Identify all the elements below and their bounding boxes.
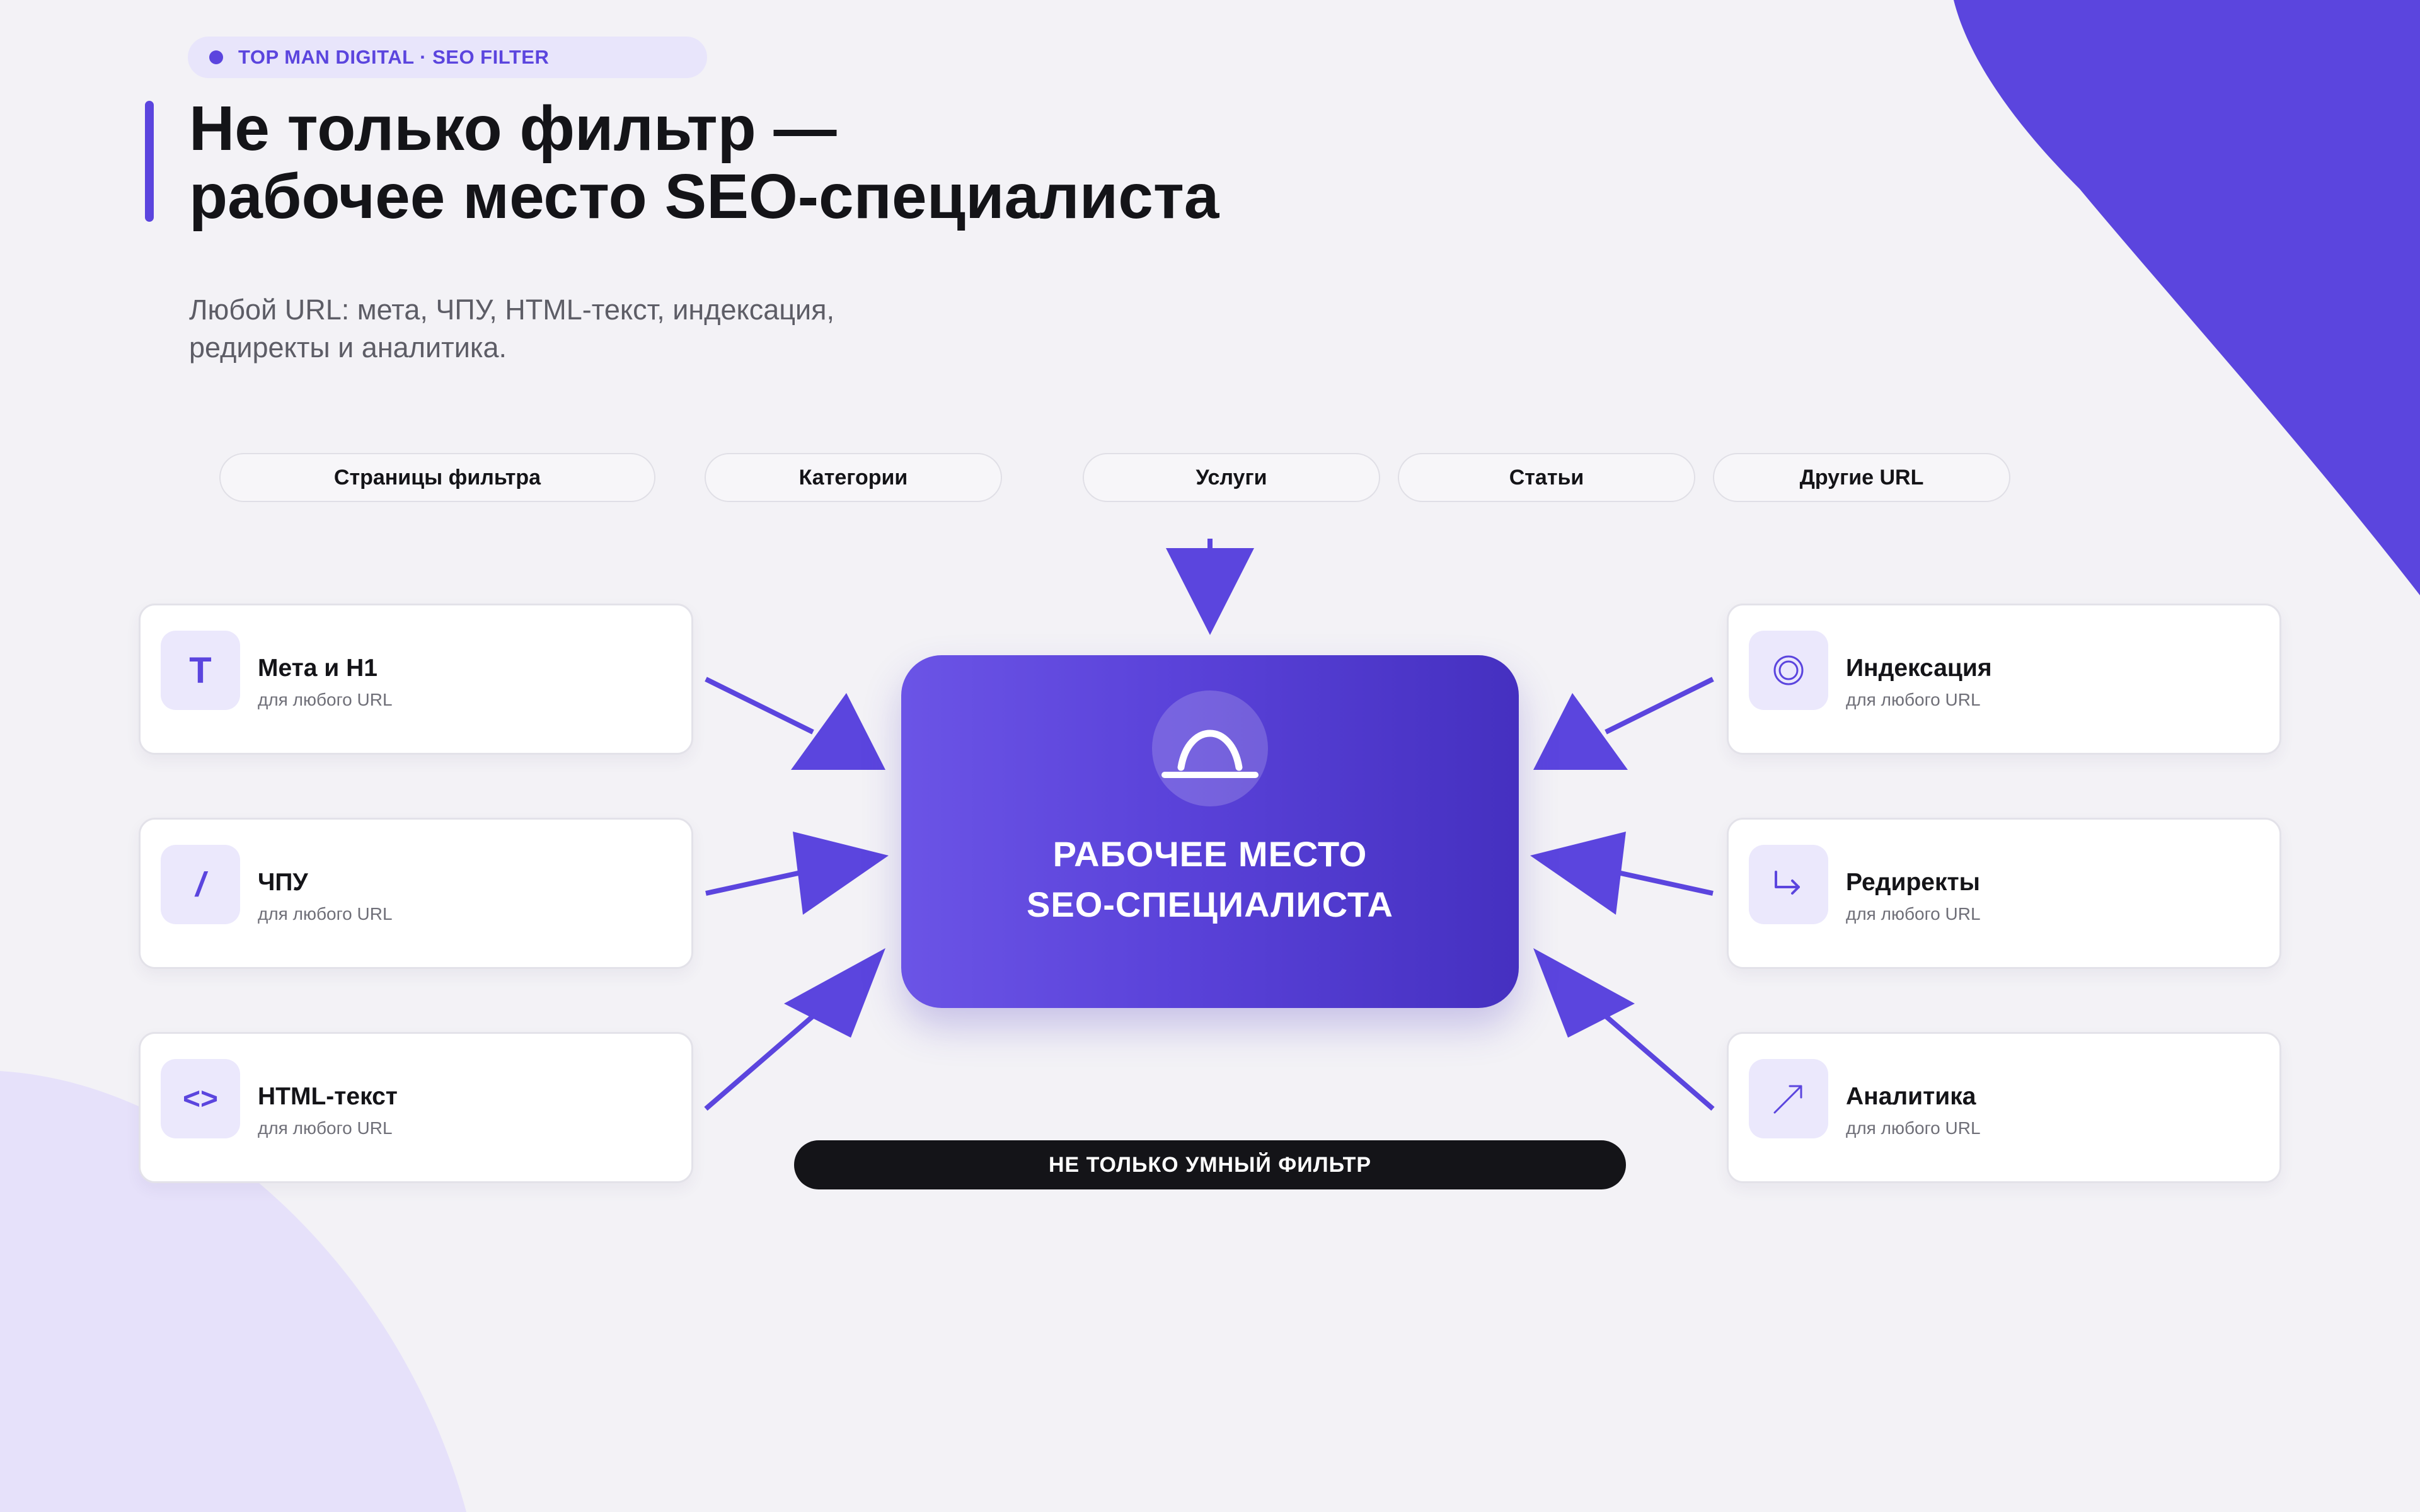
- badge-label: TOP MAN DIGITAL · SEO FILTER: [238, 46, 550, 68]
- feature-subtitle: для любого URL: [258, 690, 393, 709]
- page-subtitle-line-1: Любой URL: мета, ЧПУ, HTML-текст, индекс…: [189, 294, 835, 326]
- page-title: Не только фильтр — рабочее место SEO-спе…: [189, 94, 1219, 231]
- feature-title: ЧПУ: [258, 869, 308, 896]
- feature-title: Аналитика: [1846, 1083, 1976, 1110]
- arrow-html-line: [704, 1005, 824, 1111]
- redirect-arrow-icon: [1749, 845, 1828, 924]
- center-hub: РАБОЧЕЕ МЕСТО SEO-СПЕЦИАЛИСТА: [901, 655, 1519, 1008]
- arrow-redirect-head: [1530, 832, 1626, 915]
- arrow-html-head: [784, 948, 885, 1038]
- brand-badge: TOP MAN DIGITAL · SEO FILTER: [188, 37, 707, 78]
- slash-icon: /: [161, 845, 240, 924]
- arrow-analytics-head: [1533, 948, 1635, 1038]
- arrow-url-line: [705, 869, 807, 896]
- page-subtitle-line-2: редиректы и аналитика.: [189, 331, 507, 364]
- feature-card-html-text: <> HTML-текст для любого URL: [139, 1032, 693, 1183]
- pill-articles: Статьи: [1398, 453, 1695, 502]
- feature-card-redirects: Редиректы для любого URL: [1727, 818, 2281, 969]
- connector-arrows: [704, 539, 1715, 1111]
- arrow-index-head: [1533, 693, 1628, 770]
- arrow-index-line: [1605, 677, 1714, 735]
- feature-title: Индексация: [1846, 655, 1992, 682]
- feature-title: Мета и H1: [258, 655, 377, 682]
- text-icon: T: [161, 631, 240, 710]
- title-accent-bar: [145, 101, 154, 222]
- feature-subtitle: для любого URL: [258, 1118, 393, 1138]
- center-title-line-1: РАБОЧЕЕ МЕСТО: [1052, 834, 1368, 874]
- arrow-top-head: [1166, 548, 1254, 635]
- trend-arrow-icon: [1749, 1059, 1828, 1138]
- arrow-analytics-line: [1594, 1005, 1715, 1111]
- feature-card-url: / ЧПУ для любого URL: [139, 818, 693, 969]
- arrow-redirect-line: [1611, 869, 1714, 896]
- feature-subtitle: для любого URL: [1846, 1118, 1981, 1138]
- pill-filter-pages: Страницы фильтра: [219, 453, 655, 502]
- arrow-url-head: [793, 832, 889, 915]
- feature-subtitle: для любого URL: [258, 904, 393, 924]
- feature-card-meta-h1: T Мета и H1 для любого URL: [139, 604, 693, 755]
- corner-blob-top-right: [1954, 0, 2420, 595]
- feature-subtitle: для любого URL: [1846, 690, 1981, 709]
- center-title-line-2: SEO-СПЕЦИАЛИСТА: [1027, 885, 1393, 924]
- code-icon: <>: [161, 1059, 240, 1138]
- footer-pill: НЕ ТОЛЬКО УМНЫЙ ФИЛЬТР: [794, 1140, 1626, 1189]
- pill-services: Услуги: [1083, 453, 1380, 502]
- arrow-meta-head: [791, 693, 885, 770]
- page-subtitle: Любой URL: мета, ЧПУ, HTML-текст, индекс…: [189, 291, 834, 367]
- center-title: РАБОЧЕЕ МЕСТО SEO-СПЕЦИАЛИСТА: [901, 829, 1519, 930]
- bell-curve-icon: [1152, 690, 1268, 806]
- feature-card-indexing: Индексация для любого URL: [1727, 604, 2281, 755]
- feature-card-analytics: Аналитика для любого URL: [1727, 1032, 2281, 1183]
- feature-subtitle: для любого URL: [1846, 904, 1981, 924]
- feature-title: Редиректы: [1846, 869, 1980, 896]
- badge-dot-icon: [209, 50, 223, 64]
- target-icon: [1749, 631, 1828, 710]
- feature-title: HTML-текст: [258, 1083, 398, 1110]
- corner-blob-bottom-left: [0, 1071, 466, 1512]
- page-title-line-2: рабочее место SEO-специалиста: [189, 161, 1219, 232]
- page-title-line-1: Не только фильтр —: [189, 93, 837, 164]
- arrow-meta-line: [705, 677, 814, 735]
- pill-other-urls: Другие URL: [1713, 453, 2010, 502]
- pill-categories: Категории: [705, 453, 1002, 502]
